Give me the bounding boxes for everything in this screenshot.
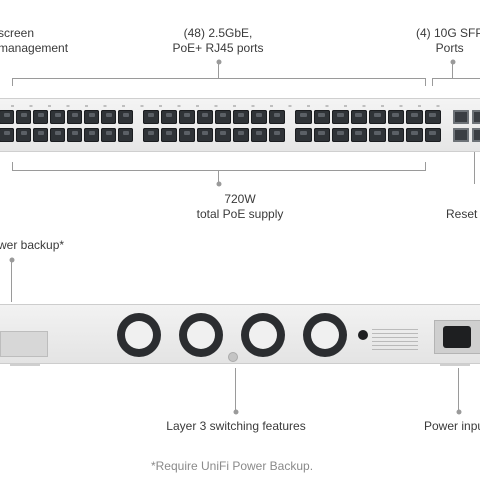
power-backup-line bbox=[11, 260, 12, 302]
layer3-line bbox=[235, 368, 236, 412]
port-leds-top bbox=[11, 105, 441, 107]
fan-3 bbox=[241, 313, 285, 357]
rj45-port[interactable] bbox=[233, 110, 249, 124]
sfp-port[interactable] bbox=[453, 128, 469, 142]
sfp-bracket-stem bbox=[452, 62, 453, 78]
power-backup-label: wer backup* bbox=[0, 238, 65, 252]
poe-bracket-right bbox=[425, 162, 426, 171]
rj45-port[interactable] bbox=[33, 110, 48, 124]
power-input-socket[interactable] bbox=[434, 320, 480, 354]
rj45-port[interactable] bbox=[179, 110, 195, 124]
rj45-port[interactable] bbox=[118, 110, 133, 124]
sfp-bracket-left bbox=[432, 78, 433, 86]
rj45-port-bank-2 bbox=[143, 110, 285, 142]
rj45-port[interactable] bbox=[387, 128, 404, 142]
sfp-bracket-bar bbox=[432, 78, 480, 79]
foot-right bbox=[440, 364, 470, 366]
rating-label-graphic bbox=[372, 329, 418, 351]
sfp-bracket-dot bbox=[450, 59, 455, 65]
switch-back-panel bbox=[0, 304, 480, 364]
foot-left bbox=[10, 364, 40, 366]
rj45-port[interactable] bbox=[424, 128, 441, 142]
power-input-label: Power inpu bbox=[424, 419, 480, 433]
rj45-port[interactable] bbox=[295, 110, 312, 124]
rj45-port[interactable] bbox=[0, 110, 14, 124]
rj45-ports-label: (48) 2.5GbE, PoE+ RJ45 ports bbox=[172, 26, 264, 55]
fan-2 bbox=[179, 313, 223, 357]
rj45-port[interactable] bbox=[118, 128, 133, 142]
rj45-port-bank-3 bbox=[295, 110, 441, 142]
rj45-port[interactable] bbox=[313, 128, 330, 142]
poe-bracket-bar bbox=[12, 170, 426, 171]
rj45-port[interactable] bbox=[16, 110, 31, 124]
rj45-port[interactable] bbox=[16, 128, 31, 142]
poe-bracket-dot bbox=[216, 181, 221, 187]
rj45-port[interactable] bbox=[67, 128, 82, 142]
rj45-port-bank-1 bbox=[0, 110, 133, 142]
rj45-port[interactable] bbox=[179, 128, 195, 142]
rj45-port[interactable] bbox=[197, 110, 213, 124]
reset-label: Reset bbox=[446, 207, 478, 221]
fan-1 bbox=[117, 313, 161, 357]
poe-supply-label: 720W total PoE supply bbox=[196, 192, 284, 221]
power-input-line bbox=[458, 368, 459, 412]
fan-4 bbox=[303, 313, 347, 357]
rj45-port[interactable] bbox=[295, 128, 312, 142]
sfp-port[interactable] bbox=[471, 110, 480, 124]
reset-line bbox=[474, 152, 475, 184]
rj45-port[interactable] bbox=[332, 128, 349, 142]
rj45-port[interactable] bbox=[350, 110, 367, 124]
rj45-port[interactable] bbox=[101, 110, 116, 124]
rj45-port[interactable] bbox=[197, 128, 213, 142]
poe-bracket-left bbox=[12, 162, 13, 171]
rj45-bracket-right bbox=[425, 78, 426, 86]
layer3-dot bbox=[233, 409, 238, 415]
sfp-port[interactable] bbox=[471, 128, 480, 142]
sfp-port-bank bbox=[453, 110, 480, 142]
rj45-port[interactable] bbox=[0, 128, 14, 142]
rj45-port[interactable] bbox=[424, 110, 441, 124]
rj45-port[interactable] bbox=[350, 128, 367, 142]
rj45-port[interactable] bbox=[251, 110, 267, 124]
rj45-port[interactable] bbox=[50, 110, 65, 124]
rj45-port[interactable] bbox=[313, 110, 330, 124]
footnote: *Require UniFi Power Backup. bbox=[150, 459, 314, 473]
rj45-port[interactable] bbox=[67, 110, 82, 124]
touchscreen-label: screen management bbox=[0, 26, 69, 55]
rj45-port[interactable] bbox=[406, 110, 423, 124]
rj45-port[interactable] bbox=[101, 128, 116, 142]
layer3-label: Layer 3 switching features bbox=[166, 419, 306, 433]
sfp-port[interactable] bbox=[453, 110, 469, 124]
rj45-port[interactable] bbox=[387, 110, 404, 124]
ground-screw-icon bbox=[228, 352, 238, 362]
rj45-port[interactable] bbox=[233, 128, 249, 142]
rj45-port[interactable] bbox=[369, 110, 386, 124]
rj45-bracket-bar bbox=[12, 78, 426, 79]
rj45-port[interactable] bbox=[251, 128, 267, 142]
switch-front-panel bbox=[0, 98, 480, 152]
rj45-bracket-left bbox=[12, 78, 13, 86]
rj45-port[interactable] bbox=[84, 128, 99, 142]
poe-bracket-stem bbox=[218, 170, 219, 184]
rj45-port[interactable] bbox=[84, 110, 99, 124]
rj45-port[interactable] bbox=[406, 128, 423, 142]
rj45-port[interactable] bbox=[33, 128, 48, 142]
rj45-port[interactable] bbox=[269, 128, 285, 142]
rj45-port[interactable] bbox=[332, 110, 349, 124]
rj45-port[interactable] bbox=[215, 110, 231, 124]
rj45-port[interactable] bbox=[215, 128, 231, 142]
rj45-port[interactable] bbox=[143, 128, 159, 142]
rj45-bracket-dot bbox=[216, 59, 221, 65]
sfp-ports-label: (4) 10G SFP Ports bbox=[416, 26, 480, 55]
rj45-port[interactable] bbox=[161, 128, 177, 142]
ubiquiti-logo-icon bbox=[358, 330, 368, 340]
rj45-port[interactable] bbox=[50, 128, 65, 142]
rj45-bracket-stem bbox=[218, 62, 219, 78]
rj45-port[interactable] bbox=[161, 110, 177, 124]
rj45-port[interactable] bbox=[143, 110, 159, 124]
power-backup-port[interactable] bbox=[0, 331, 48, 357]
rj45-port[interactable] bbox=[269, 110, 285, 124]
rj45-port[interactable] bbox=[369, 128, 386, 142]
power-input-dot bbox=[456, 409, 461, 415]
